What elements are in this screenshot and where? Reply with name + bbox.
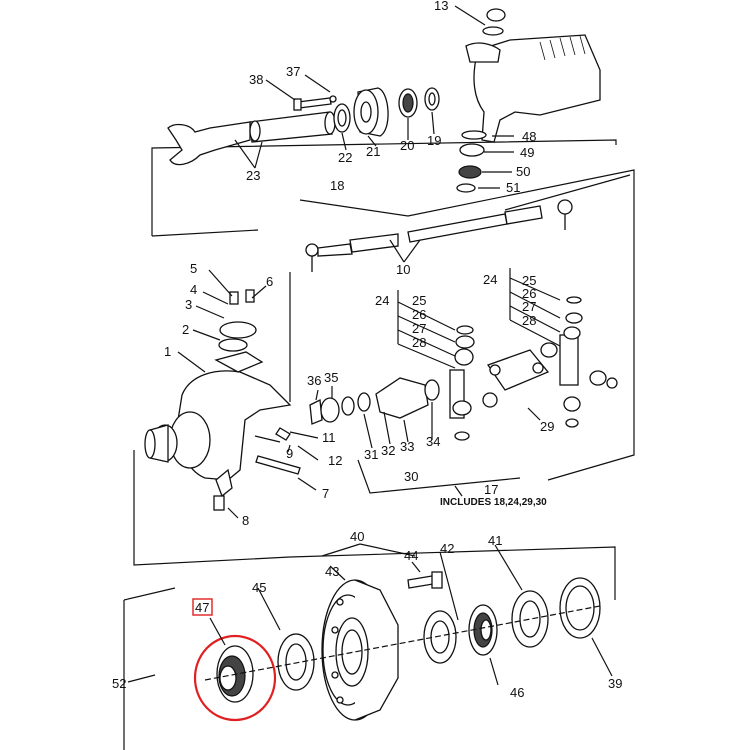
callout-27-left: 27 [412, 321, 426, 336]
callout-8: 8 [242, 513, 249, 528]
callout-30: 30 [404, 469, 418, 484]
bearing-46 [468, 604, 498, 656]
callout-33: 33 [400, 439, 414, 454]
shaft-assembly-30 [309, 325, 498, 441]
pins-9-12-7 [254, 427, 301, 475]
callout-36: 36 [307, 373, 321, 388]
callout-22: 22 [338, 150, 352, 165]
callout-38: 38 [249, 72, 263, 87]
callout-51: 51 [506, 180, 520, 195]
frame-lines [123, 139, 635, 750]
highlight-box [192, 598, 213, 616]
callout-7: 7 [322, 486, 329, 501]
callout-24-left: 24 [375, 293, 389, 308]
callout-50: 50 [516, 164, 530, 179]
callout-25-left: 25 [412, 293, 426, 308]
callout-6: 6 [266, 274, 273, 289]
callout-46: 46 [510, 685, 524, 700]
axle-housing [465, 8, 601, 143]
callout-23: 23 [246, 168, 260, 183]
callout-26-left: 26 [412, 307, 426, 322]
highlight-47 [192, 598, 277, 722]
callout-21: 21 [366, 144, 380, 159]
axle-shaft-23 [167, 111, 336, 166]
callout-11: 11 [322, 430, 336, 445]
callout-20: 20 [400, 138, 414, 153]
seal-22 [333, 103, 351, 133]
callout-5: 5 [190, 261, 197, 276]
callout-27-right: 27 [522, 299, 536, 314]
callout-52: 52 [112, 676, 126, 691]
callout-17: 17 [484, 482, 498, 497]
callout-26-right: 26 [522, 286, 536, 301]
callout-9: 9 [286, 446, 293, 461]
tie-rod-10 [305, 199, 573, 272]
seal-41 [511, 590, 549, 648]
callout-4: 4 [190, 282, 197, 297]
seal-19 [424, 87, 440, 111]
cup-42 [423, 610, 457, 664]
kingpin-stack-48-51 [456, 130, 487, 193]
seal-39 [559, 577, 601, 639]
callout-3: 3 [185, 297, 192, 312]
callout-19: 19 [427, 133, 441, 148]
callout-32: 32 [381, 443, 395, 458]
callout-39: 39 [608, 676, 622, 691]
note-17: INCLUDES 18,24,29,30 [440, 497, 547, 508]
callout-35: 35 [324, 370, 338, 385]
bolt-38-37 [293, 95, 337, 111]
callout-1: 1 [164, 344, 171, 359]
callout-48: 48 [522, 129, 536, 144]
callout-44: 44 [404, 548, 418, 563]
steering-knuckle-1 [144, 289, 292, 511]
callout-13: 13 [434, 0, 448, 13]
highlight-circle [193, 634, 277, 722]
callout-43: 43 [325, 564, 339, 579]
linkage-29 [486, 296, 618, 428]
callout-34: 34 [426, 434, 440, 449]
callout-42: 42 [440, 541, 454, 556]
stud-44 [407, 571, 443, 589]
callout-labels: 13 37 38 22 21 20 19 23 18 48 49 50 51 1… [112, 0, 622, 700]
bearing-20 [398, 88, 418, 118]
callout-40: 40 [350, 529, 364, 544]
callout-18: 18 [330, 178, 344, 193]
callout-25-right: 25 [522, 273, 536, 288]
cup-45 [277, 633, 315, 691]
spindle-21 [353, 87, 389, 137]
callout-2: 2 [182, 322, 189, 337]
callout-37: 37 [286, 64, 300, 79]
callout-28-left: 28 [412, 335, 426, 350]
callout-47: 47 [195, 600, 209, 615]
callout-24-right: 24 [483, 272, 497, 287]
callout-31: 31 [364, 447, 378, 462]
leader-lines [127, 5, 613, 686]
callout-45: 45 [252, 580, 266, 595]
hub-43 [321, 579, 399, 721]
callout-49: 49 [520, 145, 534, 160]
callout-41: 41 [488, 533, 502, 548]
callout-12: 12 [328, 453, 342, 468]
callout-28-right: 28 [522, 313, 536, 328]
callout-10: 10 [396, 262, 410, 277]
callout-29: 29 [540, 419, 554, 434]
